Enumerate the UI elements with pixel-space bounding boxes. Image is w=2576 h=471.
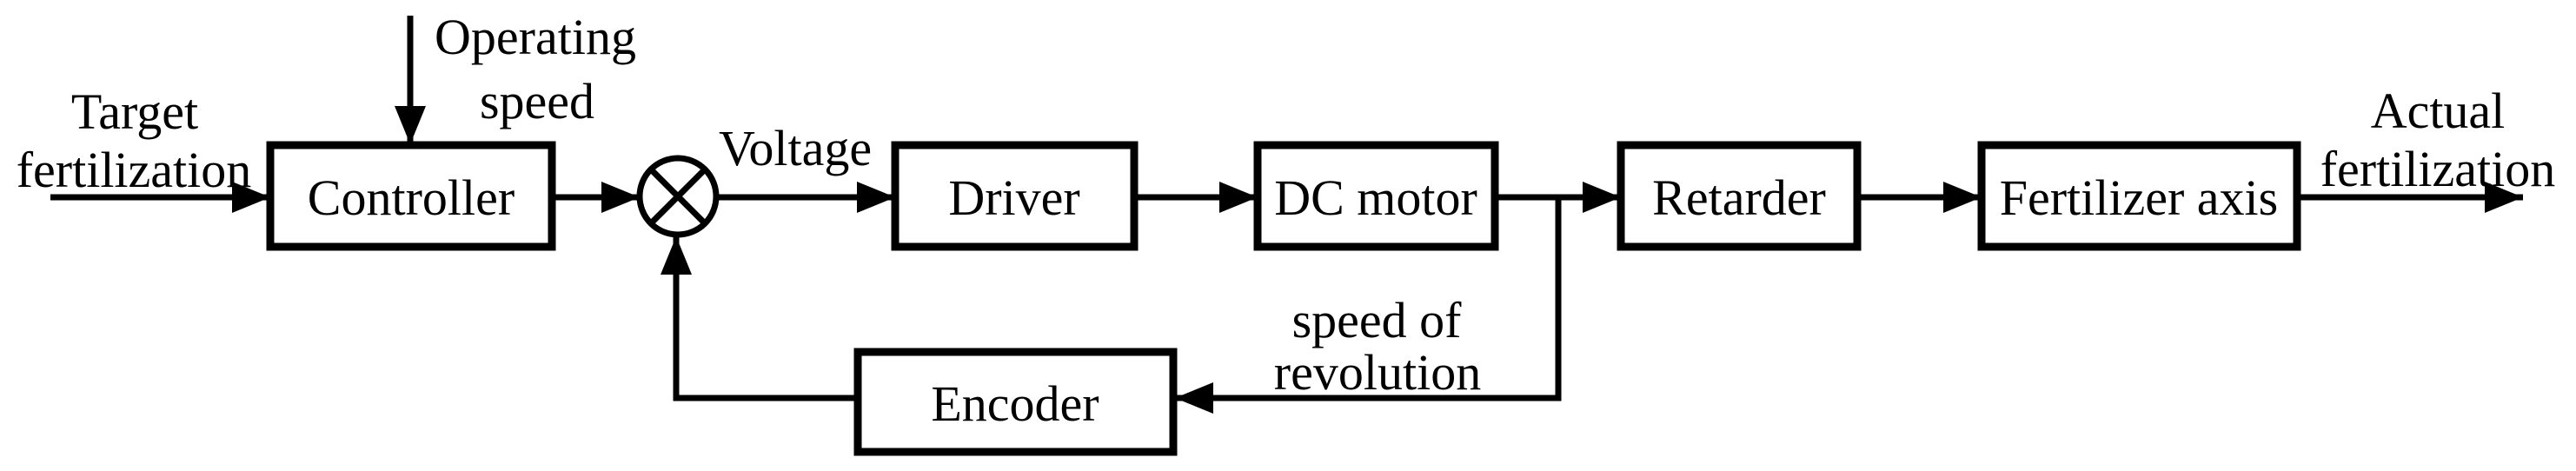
- arrow-encoder-to-junction: [661, 236, 858, 401]
- speed-of-revolution-label-line2: revolution: [1274, 344, 1481, 401]
- operating-speed-label-line1: Operating: [435, 9, 636, 65]
- encoder-box: [853, 348, 1178, 456]
- operating-speed-label-line2: speed: [480, 73, 594, 129]
- target-fertilization-label-line1: Target: [71, 83, 198, 140]
- junction-cross-diagonal-2: [648, 167, 707, 226]
- dc-motor-box: [1253, 141, 1499, 251]
- actual-fertilization-label-line2: fertilization: [2320, 141, 2556, 197]
- dc-motor-label: DC motor: [1274, 169, 1477, 226]
- target-fertilization-label-line2: fertilization: [17, 142, 252, 198]
- actual-fertilization-label-line1: Actual: [2371, 83, 2506, 139]
- controller-label: Controller: [308, 169, 515, 226]
- fertilizer-axis-label: Fertilizer axis: [2000, 169, 2279, 226]
- retarder-label: Retarder: [1652, 169, 1826, 226]
- voltage-label: Voltage: [719, 120, 872, 176]
- fertilizer-axis-box: [1977, 141, 2301, 251]
- encoder-label: Encoder: [931, 375, 1099, 432]
- retarder-box: [1617, 141, 1862, 251]
- arrow-speed-feedback-to-encoder: [1175, 197, 1562, 414]
- driver-box: [891, 141, 1139, 251]
- driver-label: Driver: [948, 169, 1079, 226]
- speed-of-revolution-label-line1: speed of: [1292, 292, 1463, 348]
